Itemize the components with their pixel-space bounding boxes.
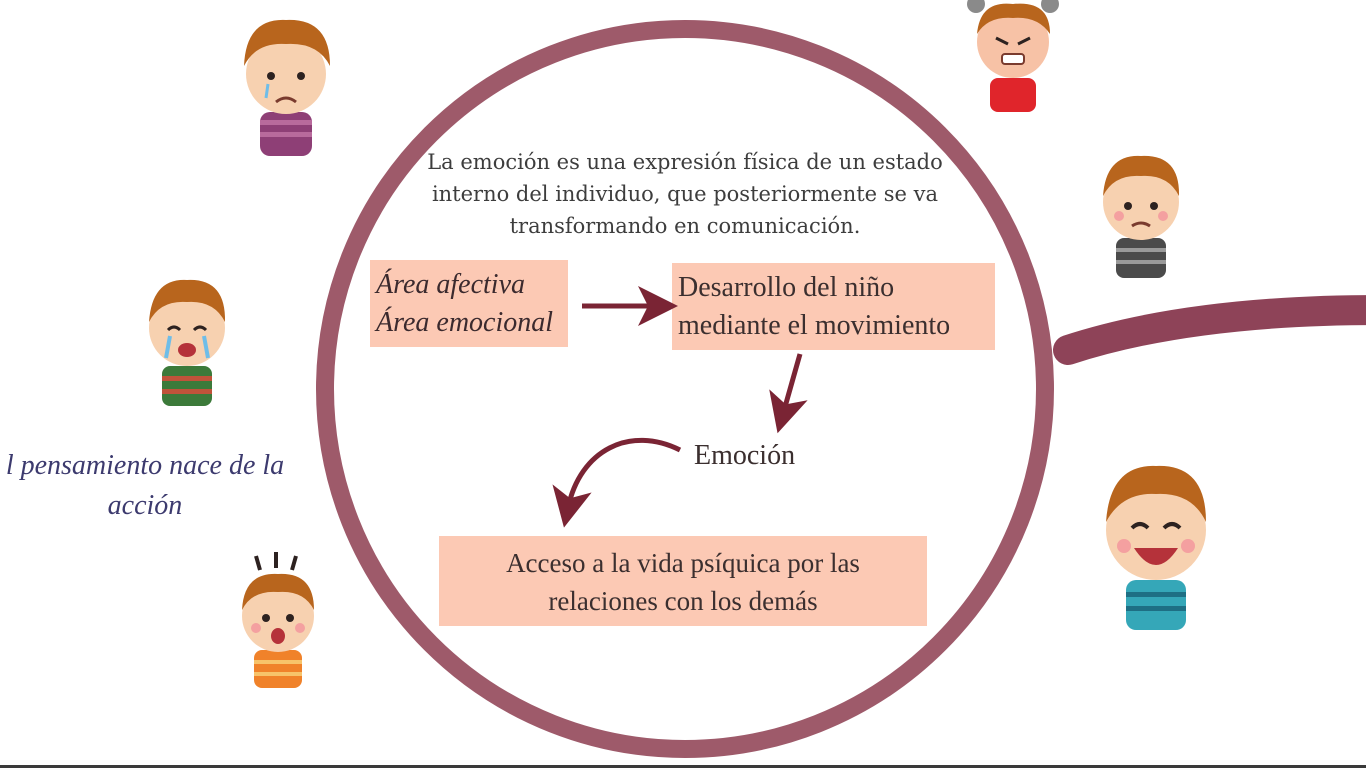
happy-child-icon [1086,458,1226,630]
magnifier-ring [316,20,1054,758]
intro-text: La emoción es una expresión física de un… [420,146,950,242]
sad-child-icon [226,8,346,156]
intro-line: transformando en comunicación. [420,210,950,242]
intro-line: La emoción es una expresión física de un… [420,146,950,178]
development-line: mediante el movimiento [678,307,989,345]
magnifier-handle [1050,290,1366,380]
surprised-child-icon [228,552,328,688]
intro-line: interno del individuo, que posteriorment… [420,178,950,210]
crying-child-icon [132,274,242,406]
access-line: relaciones con los demás [449,582,917,620]
development-line: Desarrollo del niño [678,269,989,307]
angry-child-icon [958,0,1068,112]
affective-area-box: Área afectiva Área emocional [370,260,568,347]
side-note-line: l pensamiento nace de la [0,446,315,486]
side-note: l pensamiento nace de la acción [0,446,315,526]
side-note-line: acción [0,486,315,526]
affect-line: Área emocional [376,304,562,342]
affect-line: Área afectiva [376,266,562,304]
emotion-label: Emoción [694,440,795,472]
development-box: Desarrollo del niño mediante el movimien… [672,263,995,350]
worried-child-icon [1086,150,1196,278]
access-line: Acceso a la vida psíquica por las [449,544,917,582]
psychic-access-box: Acceso a la vida psíquica por las relaci… [439,536,927,626]
